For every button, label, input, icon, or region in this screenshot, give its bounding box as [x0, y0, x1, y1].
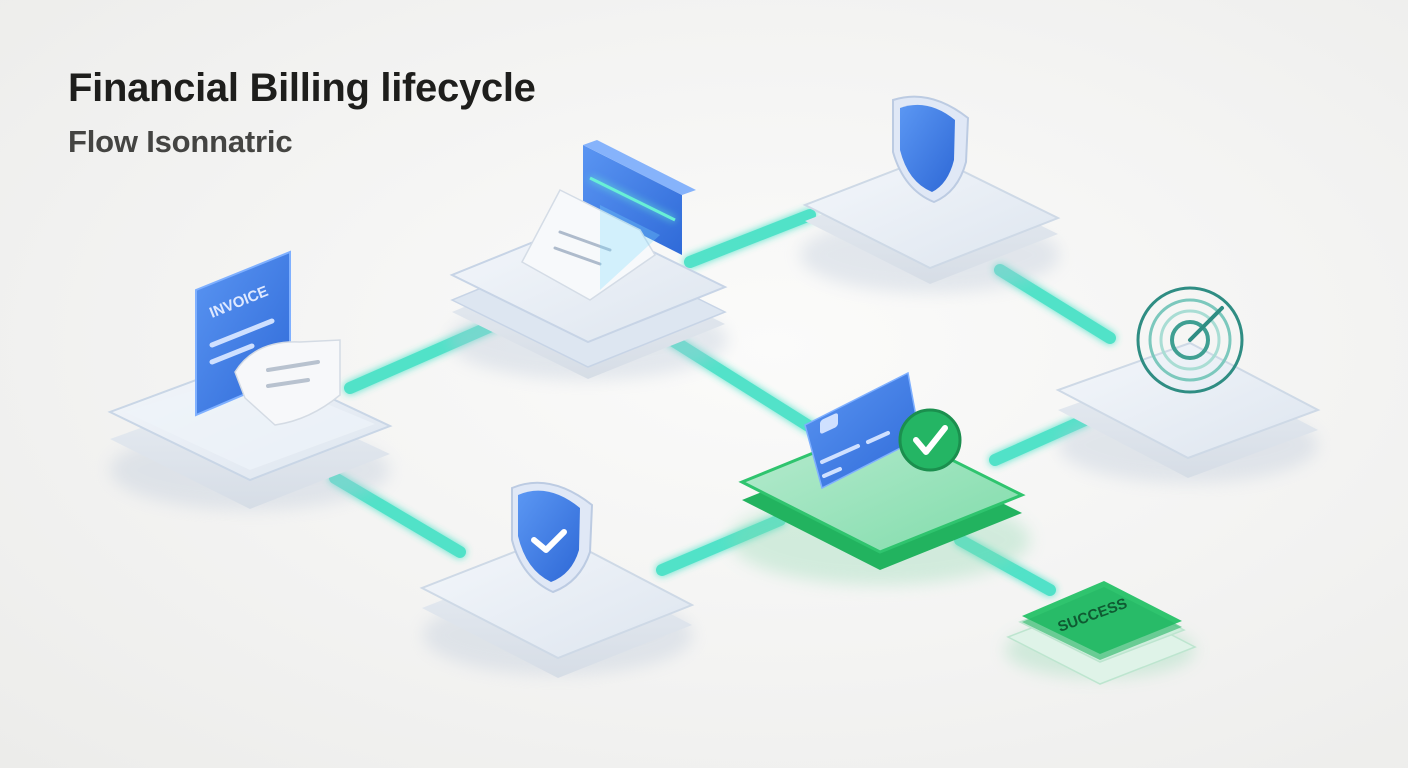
target-node[interactable] — [1055, 286, 1321, 483]
invoice-icon: INVOICE — [195, 250, 341, 426]
invoice-node[interactable]: INVOICE — [107, 250, 393, 510]
receipt-printer-icon — [520, 140, 696, 301]
connector-printer-to-shield — [684, 209, 816, 268]
card-payment-node[interactable] — [730, 371, 1030, 585]
verification-shield-node[interactable] — [419, 481, 695, 678]
target-icon — [1136, 286, 1244, 394]
security-shield-node[interactable] — [800, 95, 1061, 293]
receipt-printer-node[interactable] — [448, 140, 728, 380]
credit-card-check-icon — [804, 371, 962, 490]
diagram-subtitle: Flow Isonnatric — [68, 124, 293, 159]
shield-check-icon — [511, 481, 594, 594]
diagram-title: Financial Billing lifecycle — [68, 66, 536, 110]
success-node[interactable]: SUCCESS — [1005, 581, 1197, 685]
connector-card-to-target — [989, 414, 1091, 466]
shield-icon — [892, 95, 970, 204]
